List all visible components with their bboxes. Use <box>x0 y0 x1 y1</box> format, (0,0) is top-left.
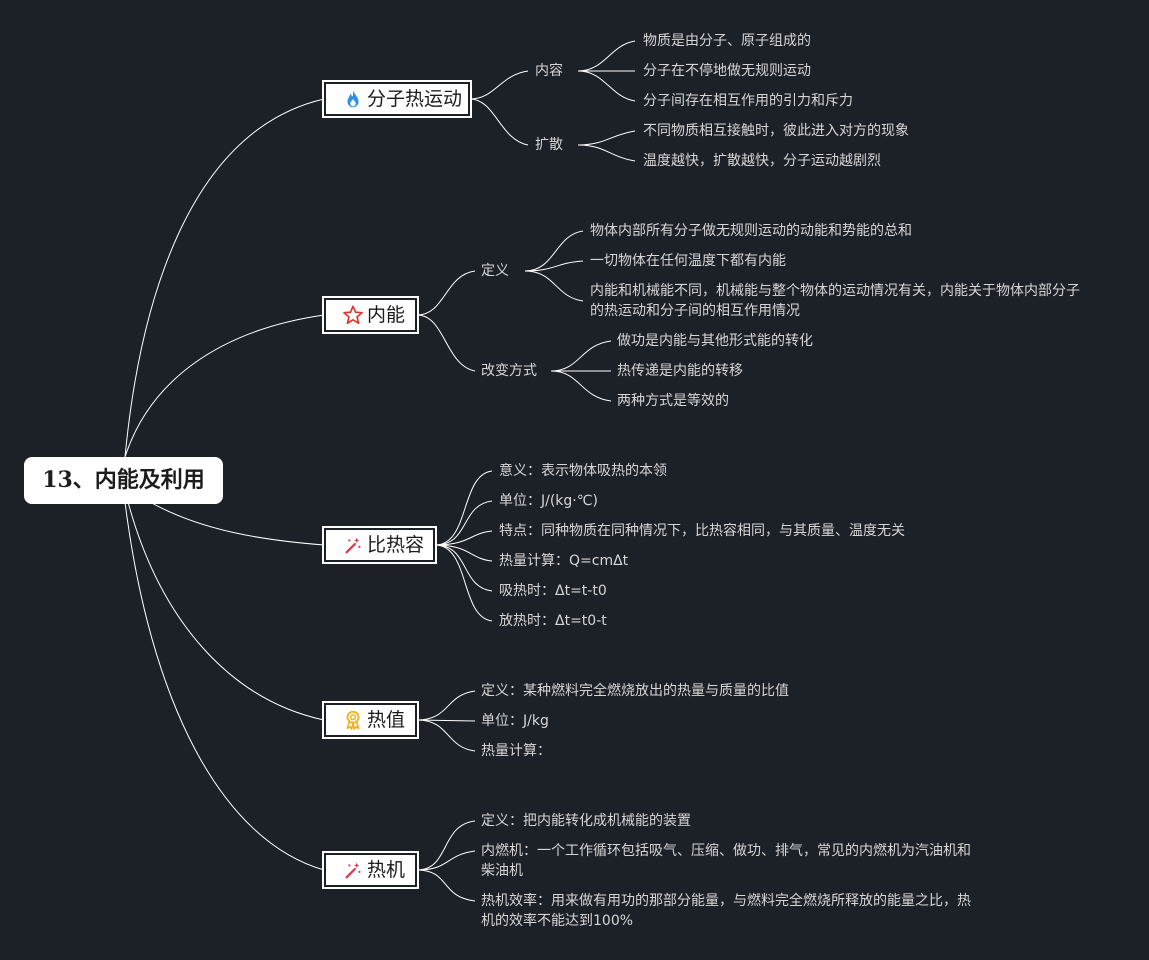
branch-title: 热机 <box>367 859 406 881</box>
branch-title: 内能 <box>367 304 406 326</box>
branch-title: 比热容 <box>367 534 425 556</box>
leaf-item[interactable]: 定义：把内能转化成机械能的装置 <box>481 813 691 829</box>
leaf-item[interactable]: 热传递是内能的转移 <box>617 363 743 379</box>
group-label[interactable]: 改变方式 <box>481 363 537 379</box>
leaf-item[interactable]: 热量计算： <box>481 743 551 759</box>
connector-root-branch-5 <box>124 501 325 871</box>
branch-heat-engine[interactable]: 热机 <box>322 851 419 889</box>
leaf-item[interactable]: 分子间存在相互作用的引力和斥力 <box>643 93 853 109</box>
leaf-item[interactable]: 意义：表示物体吸热的本领 <box>499 463 667 479</box>
leaf-item[interactable]: 热机效率：用来做有用功的那部分能量，与燃料完全燃烧所释放的能量之比，热机的效率不… <box>481 893 971 929</box>
leaf-item[interactable]: 放热时：Δt=t0-t <box>499 613 607 629</box>
leaf-item[interactable]: 单位：J/kg <box>481 713 549 729</box>
leaf-item[interactable]: 不同物质相互接触时，彼此进入对方的现象 <box>643 123 909 139</box>
group-label[interactable]: 内容 <box>535 63 563 79</box>
magic-wand-icon <box>342 534 364 556</box>
connector-b1-g2 <box>469 98 529 146</box>
connector-b2-g1 <box>416 270 476 316</box>
branch-title: 分子热运动 <box>367 88 463 110</box>
group-label[interactable]: 扩散 <box>535 137 563 153</box>
connector-b1-g1 <box>469 70 529 100</box>
leaf-item[interactable]: 特点：同种物质在同种情况下，比热容相同，与其质量、温度无关 <box>499 523 905 539</box>
magic-wand-icon <box>342 859 364 881</box>
leaf-item[interactable]: 热量计算：Q=cmΔt <box>499 553 629 569</box>
group-label[interactable]: 定义 <box>481 263 509 279</box>
leaf-item[interactable]: 分子在不停地做无规则运动 <box>643 63 811 79</box>
connector-root-branch-1 <box>124 98 325 458</box>
leaf-item[interactable]: 吸热时：Δt=t-t0 <box>499 583 607 599</box>
leaf-item[interactable]: 两种方式是等效的 <box>617 393 729 409</box>
branch-title: 热值 <box>367 709 406 731</box>
connector-root-branch-3 <box>149 501 325 546</box>
connector-b2-g2 <box>416 314 476 372</box>
leaf-item[interactable]: 内能和机械能不同，机械能与整个物体的运动情况有关，内能关于物体内部分子的热运动和… <box>590 283 1080 319</box>
branch-molecular-motion[interactable]: 分子热运动 <box>322 80 472 118</box>
leaf-item[interactable]: 温度越快，扩散越快，分子运动越剧烈 <box>643 153 881 169</box>
branch-heat-value[interactable]: 热值 <box>322 701 419 739</box>
connector-root-branch-4 <box>127 501 325 721</box>
root-title: 13、内能及利用 <box>42 467 205 493</box>
leaf-item[interactable]: 一切物体在任何温度下都有内能 <box>590 253 786 269</box>
leaf-item[interactable]: 做功是内能与其他形式能的转化 <box>617 333 813 349</box>
branch-specific-heat[interactable]: 比热容 <box>322 526 437 564</box>
fire-icon <box>342 88 364 110</box>
award-badge-icon <box>342 709 364 731</box>
star-icon <box>342 304 364 326</box>
leaf-item[interactable]: 物质是由分子、原子组成的 <box>643 33 811 49</box>
branch-internal-energy[interactable]: 内能 <box>322 296 419 334</box>
connector-root-branch-2 <box>124 314 325 458</box>
root-topic[interactable]: 13、内能及利用 <box>24 457 223 504</box>
leaf-item[interactable]: 单位：J/(kg·℃) <box>499 493 598 509</box>
leaf-item[interactable]: 物体内部所有分子做无规则运动的动能和势能的总和 <box>590 223 912 239</box>
leaf-item[interactable]: 内燃机：一个工作循环包括吸气、压缩、做功、排气，常见的内燃机为汽油机和柴油机 <box>481 843 971 879</box>
leaf-item[interactable]: 定义：某种燃料完全燃烧放出的热量与质量的比值 <box>481 683 789 699</box>
